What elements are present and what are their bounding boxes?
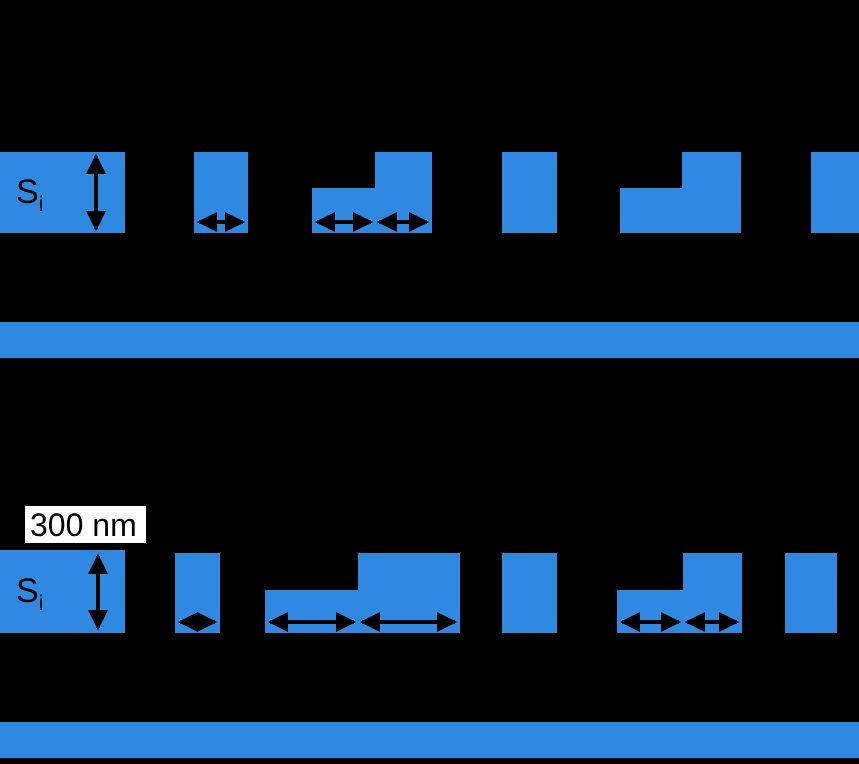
feature-step-2 — [620, 152, 741, 233]
material-label-subscript: i — [39, 193, 44, 216]
panel-bottom-annotations: Si — [16, 554, 739, 632]
scale-bar-label: 300 nm — [25, 506, 146, 543]
material-label-subscript: i — [39, 592, 44, 615]
substrate-layer — [0, 322, 859, 358]
feature-block-4 — [811, 152, 859, 233]
panel-top: Si — [0, 152, 859, 358]
feature-block-4 — [785, 553, 837, 633]
material-label-si: Si — [16, 572, 43, 615]
scale-label-text: 300 nm — [30, 507, 137, 543]
feature-block-3 — [502, 152, 557, 233]
substrate-layer — [0, 722, 859, 758]
panel-top-annotations: Si — [16, 154, 429, 232]
material-label-si: Si — [16, 173, 43, 216]
panel-bottom: 300 nm Si — [0, 506, 859, 758]
material-label-symbol: S — [16, 572, 39, 610]
feature-block-3 — [502, 553, 557, 633]
scale-label-background — [25, 506, 146, 543]
material-label-symbol: S — [16, 173, 39, 211]
